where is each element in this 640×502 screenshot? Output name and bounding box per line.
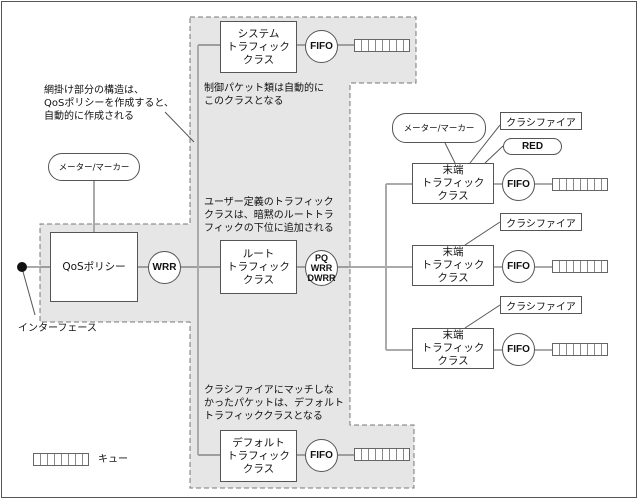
default-traffic-class[interactable]: デフォルト トラフィック クラス [220, 430, 297, 482]
system-queue-icon [354, 39, 410, 52]
system-class-note: 制御パケット類は自動的に このクラスとなる [204, 83, 324, 107]
leaf3-queue-icon [552, 343, 608, 356]
meter-marker-policy[interactable]: メーター/マーカー [48, 153, 140, 181]
red-dropper[interactable]: RED [503, 138, 562, 155]
leaf1-queue-icon [552, 178, 608, 191]
leaf-traffic-class-1[interactable]: 末端 トラフィック クラス [412, 163, 494, 204]
root-scheduler[interactable]: PQ WRR DWRR [305, 250, 338, 286]
legend-queue-icon [33, 453, 89, 466]
hierarchy-note: 網掛け部分の構造は、 QoSポリシーを作成すると、 自動的に作成される [44, 85, 174, 122]
leaf2-classifier-line [464, 221, 501, 246]
leaf-traffic-class-2[interactable]: 末端 トラフィック クラス [412, 245, 494, 286]
classifier-3[interactable]: クラシファイア [500, 296, 582, 314]
leaf1-meter-line [444, 142, 456, 164]
legend-queue-label: キュー [98, 454, 128, 465]
leaf1-classifier-line [469, 124, 501, 164]
leaf2-fifo[interactable]: FIFO [502, 250, 535, 283]
qos-policy-box[interactable]: QoSポリシー [50, 232, 138, 302]
annotation-leader-hierarchy [164, 111, 195, 143]
default-class-note: クラシファイアにマッチしな かったパケットは、デフォルト トラフィッククラスとな… [204, 385, 344, 422]
leaf2-queue-icon [552, 260, 608, 273]
system-fifo[interactable]: FIFO [305, 30, 338, 63]
system-traffic-class[interactable]: システム トラフィック クラス [220, 21, 297, 73]
root-traffic-class[interactable]: ルート トラフィック クラス [220, 240, 297, 294]
leaf1-fifo[interactable]: FIFO [502, 168, 535, 201]
leaf-traffic-class-3[interactable]: 末端 トラフィック クラス [412, 328, 494, 369]
classifier-2[interactable]: クラシファイア [500, 213, 582, 231]
leaf3-fifo[interactable]: FIFO [502, 333, 535, 366]
interface-dot[interactable] [17, 262, 27, 272]
wrr-scheduler[interactable]: WRR [148, 251, 181, 284]
interface-label: インターフェース [18, 323, 97, 334]
default-fifo[interactable]: FIFO [305, 439, 338, 472]
leaf-meter-marker[interactable]: メーター/マーカー [392, 113, 486, 143]
user-class-note: ユーザー定義のトラフィック クラスは、暗黙のルートトラ フィックの下位に追加され… [204, 197, 334, 234]
leaf1-red-line [484, 145, 504, 164]
annotation-leader-interface [21, 267, 36, 316]
classifier-1[interactable]: クラシファイア [500, 112, 582, 130]
leaf3-classifier-line [464, 304, 501, 329]
default-queue-icon [354, 448, 410, 461]
